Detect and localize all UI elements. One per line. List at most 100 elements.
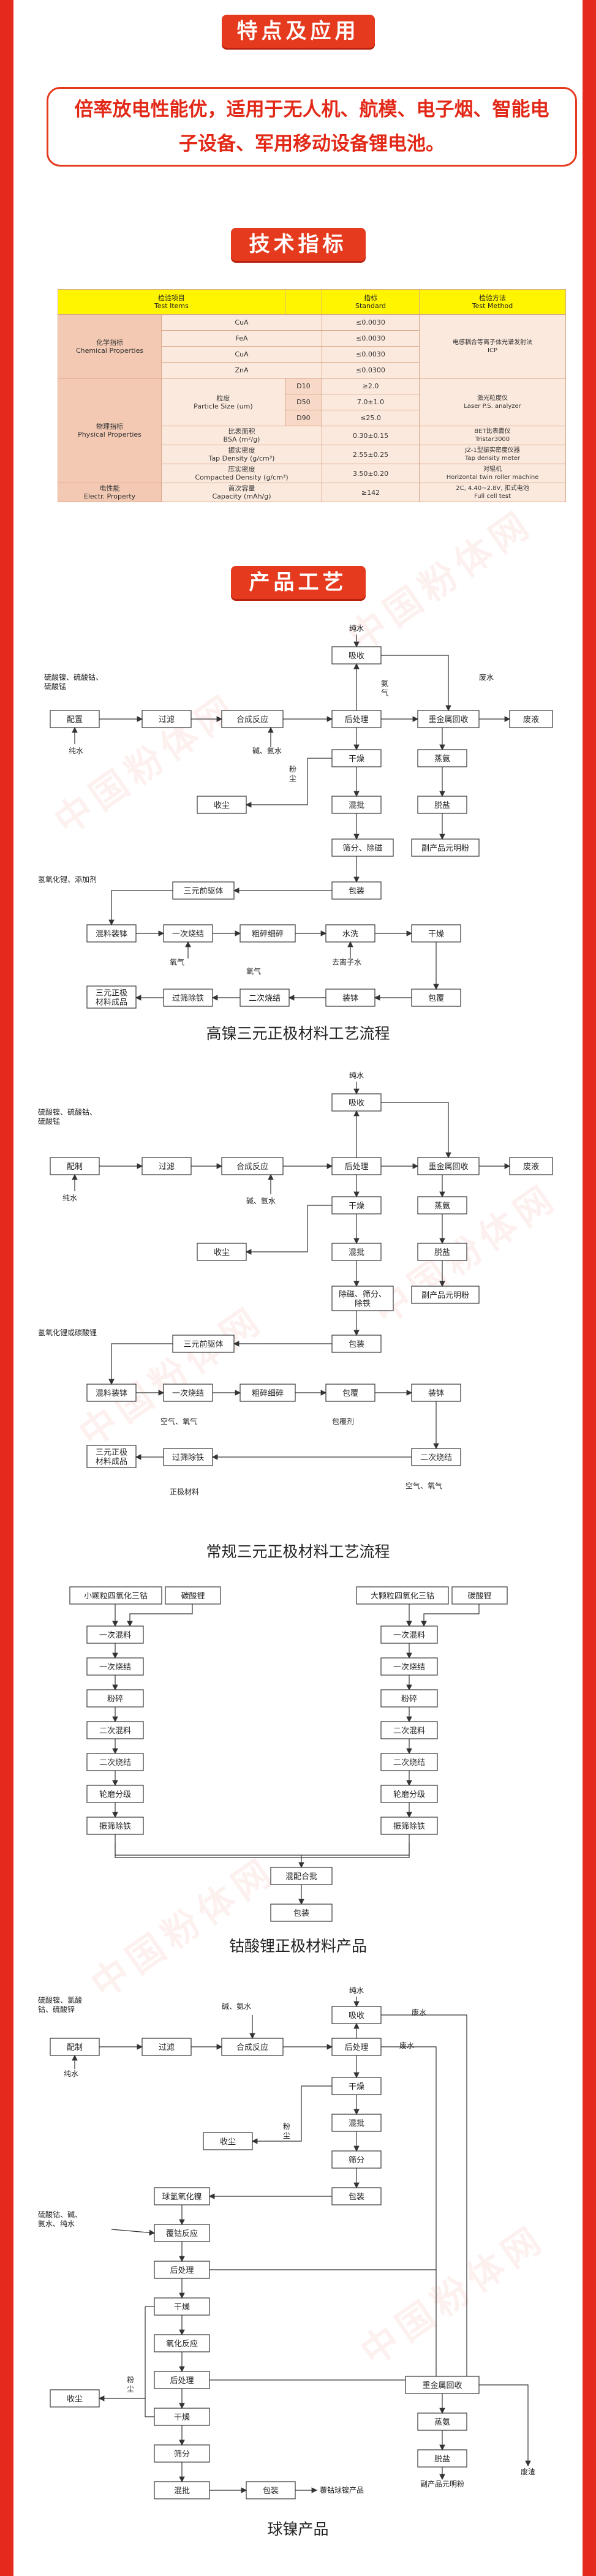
spec-method: BET比表面仪 Tristar3000 — [419, 426, 566, 445]
node-evap-label: 蒸氨 — [434, 755, 450, 764]
node-small-co3o4: 小颗粒四氧化三钴 — [69, 1586, 162, 1605]
spec-standard: 2.55±0.25 — [322, 445, 420, 464]
header-test-items: 检验项目 Test Items — [58, 289, 285, 315]
node-li2co3-right-label: 碳酸锂 — [467, 1592, 491, 1601]
node-mix-label: 混批 — [349, 1248, 364, 1257]
node-dust: 收尘 — [197, 1243, 247, 1261]
node-evap: 蒸氨 — [417, 749, 467, 767]
node-step-left-5: 轮磨分级 — [86, 1785, 144, 1803]
node-mixpack-label: 混料装钵 — [96, 930, 127, 939]
node-sinter1-label: 一次烧结 — [172, 929, 204, 939]
node-filter-label: 过滤 — [159, 2043, 175, 2052]
node-step-right-2-label: 粉碎 — [401, 1695, 417, 1704]
spec-standard: 3.50±0.20 — [322, 464, 420, 483]
node-wash-label: 水洗 — [342, 930, 358, 939]
spec-method: 激光粒度仪 Laser P.S. analyzer — [419, 378, 566, 426]
node-ingredients: 配制 — [50, 2038, 100, 2056]
node-precursor: 三元前驱体 — [172, 881, 235, 900]
label-raw-materials: 硫酸镍、氯酸 — [38, 1995, 82, 2005]
node-pack: 包装 — [331, 881, 382, 900]
spec-item: 比表面积 BSA (m²/g) — [161, 426, 322, 445]
label-oxygen: 氧气 — [170, 957, 184, 966]
diagram3-caption: 钴酸锂正极材料产品 — [228, 1937, 367, 1955]
node-dry: 干燥 — [331, 749, 382, 767]
node-sievefe-label: 过筛除铁 — [172, 1453, 204, 1463]
node-ingredients-label: 配制 — [67, 2043, 83, 2052]
node-merge: 混配合批 — [270, 1867, 333, 1885]
spec-standard: ≤0.0030 — [322, 330, 420, 347]
node-pack-2: 包装 — [246, 2481, 296, 2499]
node-waste-liquid: 废液 — [509, 710, 553, 728]
node-step-right-3: 二次混料 — [380, 1721, 438, 1739]
label-dust: 粉 — [289, 765, 296, 774]
label-alkali: 碱、氨水 — [222, 2002, 251, 2011]
node-sinter2: 二次烧结 — [240, 989, 290, 1007]
node-step-left-1-label: 一次烧结 — [99, 1662, 131, 1672]
label-air: 空气、氧气 — [406, 1481, 442, 1490]
node-large-co3o4-label: 大颗粒四氧化三钴 — [371, 1592, 434, 1601]
label-pure-water: 纯水 — [349, 624, 364, 633]
node-postprocess: 后处理 — [331, 2038, 382, 2056]
label-raw-materials: 硫酸锰 — [44, 682, 66, 691]
node-heavy-metal: 重金属回收 — [417, 1157, 480, 1175]
label-pure-water: 纯水 — [349, 1986, 364, 1995]
node-spherical: 球氢氧化镍 — [154, 2187, 210, 2205]
spec-item: CuA — [161, 346, 322, 363]
node-small-co3o4-label: 小颗粒四氧化三钴 — [84, 1592, 148, 1601]
node-heavy-metal-label: 重金属回收 — [422, 2381, 462, 2390]
node-dry-2: 干燥 — [154, 2297, 210, 2316]
node-sinter2: 二次烧结 — [411, 1448, 461, 1466]
flow-arrow — [145, 2398, 154, 2417]
node-absorb-label: 吸收 — [349, 2011, 364, 2021]
flow-arrow — [245, 758, 308, 808]
node-postprocess-label: 后处理 — [344, 1162, 368, 1172]
node-synthesis-label: 合成反应 — [236, 1162, 268, 1172]
flow-arrow — [108, 1343, 173, 1385]
node-load-label: 装钵 — [428, 1389, 444, 1398]
node-absorb: 吸收 — [331, 1093, 382, 1112]
node-dry-2-label: 干燥 — [174, 2303, 190, 2312]
spec-method: 电感耦合等离子体光谱发射法 ICP — [419, 314, 566, 378]
node-step-left-0: 一次混料 — [86, 1625, 144, 1644]
node-waste-liquid-label: 废液 — [523, 1162, 539, 1172]
node-step-left-4-label: 二次烧结 — [99, 1758, 131, 1768]
flow-arrow — [421, 1604, 480, 1627]
label-dust-2: 尘 — [127, 2385, 134, 2393]
node-synthesis: 合成反应 — [221, 710, 284, 728]
flow-arrow — [111, 2229, 156, 2236]
flow-arrow — [301, 1843, 410, 1856]
node-sieve: 除磁、筛分、除铁 — [331, 1286, 394, 1311]
node-sieve-2-label: 筛分 — [174, 2450, 190, 2459]
node-postprocess-3-label: 后处理 — [170, 2376, 194, 2386]
label-pure-water: 纯水 — [69, 747, 83, 755]
node-dry2-label: 干燥 — [428, 930, 444, 939]
node-dust-label: 收尘 — [214, 1248, 230, 1257]
spec-standard: ≥2.0 — [322, 378, 420, 394]
node-pack: 包装 — [331, 2187, 382, 2205]
label-wastewater: 废水 — [479, 672, 494, 682]
node-absorb: 吸收 — [331, 646, 382, 665]
label-byproduct: 副产品元明粉 — [420, 2480, 464, 2488]
node-filter-label: 过滤 — [159, 1162, 175, 1172]
node-pack: 包装 — [331, 1335, 382, 1353]
spec-category: 物理指标 Physical Properties — [58, 378, 162, 483]
header-sub — [284, 289, 323, 315]
spec-table: 检验项目 Test Items 指标 Standard 检验方法 Test Me… — [58, 289, 566, 502]
node-dry-3: 干燥 — [154, 2408, 210, 2426]
node-coat: 包覆 — [325, 1384, 375, 1402]
diagram2-caption: 常规三元正极材料工艺流程 — [206, 1543, 390, 1561]
spec-standard: ≤25.0 — [322, 410, 420, 426]
label-deionized: 去离子水 — [332, 957, 361, 966]
node-step-left-0-label: 一次混料 — [99, 1630, 131, 1640]
node-dry: 干燥 — [331, 2077, 382, 2095]
node-ingredients-label: 配制 — [67, 1162, 83, 1172]
node-postprocess-2: 后处理 — [154, 2261, 210, 2279]
node-waste-liquid-label: 废液 — [523, 715, 539, 725]
node-product-label: 材料成品 — [96, 998, 127, 1007]
spec-standard: ≤0.0030 — [322, 314, 420, 331]
node-sinter1: 一次烧结 — [163, 924, 213, 943]
features-title: 特点及应用 — [221, 15, 375, 48]
